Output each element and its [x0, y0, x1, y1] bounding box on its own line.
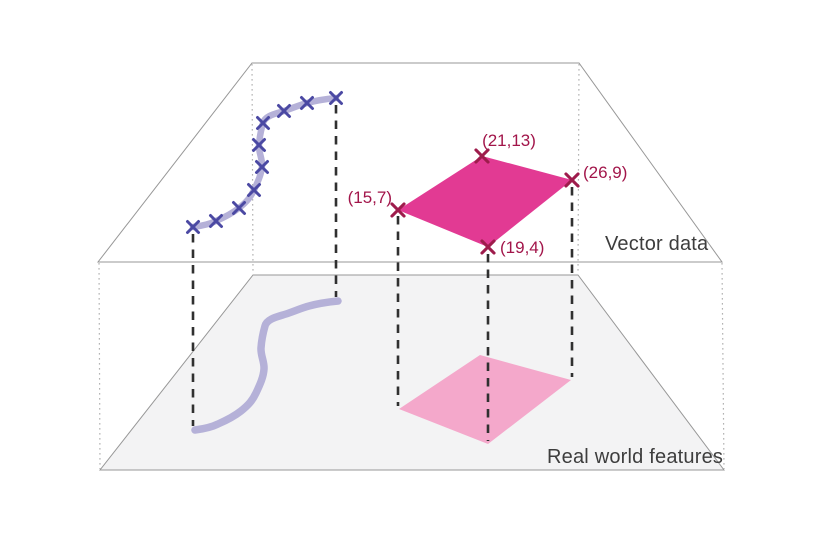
upper-plane	[96, 62, 723, 263]
vertex-coordinate-label-top: (21,13)	[482, 131, 536, 150]
upper-plane-caption: Vector data	[605, 233, 709, 255]
lower-plane	[98, 274, 725, 471]
plane-corner-connectors	[98, 63, 725, 470]
lower-plane-caption: Real world features	[547, 446, 723, 468]
vertex-coordinate-label-left: (15,7)	[348, 188, 392, 207]
corner-connector-line	[98, 262, 101, 470]
corner-connector-line	[721, 262, 725, 470]
vertex-coordinate-label-right: (26,9)	[583, 163, 627, 182]
real-world-polygon	[399, 355, 571, 444]
corner-connector-line	[251, 63, 254, 275]
projection-dashed-lines	[191, 105, 574, 441]
vector-polygon	[398, 156, 572, 247]
corner-connector-line	[577, 63, 580, 275]
vertex-coordinate-label-bottom: (19,4)	[500, 238, 544, 257]
